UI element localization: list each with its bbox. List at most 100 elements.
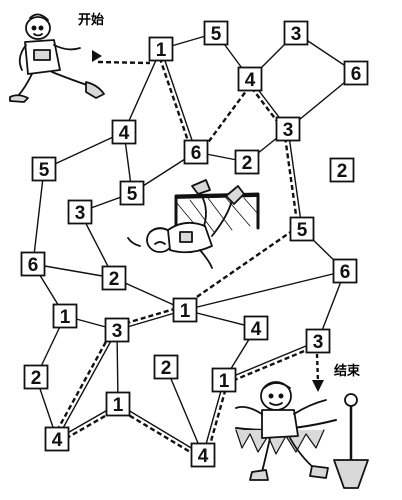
number-box-value: 3 [313,332,324,353]
number-box: 5 [31,156,57,182]
number-box: 2 [329,157,355,183]
number-box-frame [67,199,93,225]
number-box-frame [234,149,260,175]
number-box-value: 5 [297,220,308,241]
maze-edge [165,366,204,456]
maze-edge [32,263,115,279]
start-label: 开始 [78,12,104,28]
number-box: 2 [23,364,49,390]
solution-path-segment [52,327,115,438]
number-box-frame [20,251,46,277]
number-box-value: 2 [161,358,172,379]
number-box: 4 [243,315,269,341]
solution-path-segment [282,129,300,230]
number-box: 4 [111,119,137,145]
number-box-value: 4 [52,430,63,451]
number-box: 5 [203,20,229,46]
solution-path-segment [198,80,255,156]
node-layer: 1 5 3 4 6 3 4 6 2 5 5 2 3 5 6 2 6 1 1 3 4 3 2 2 1 1 4 4 [20,20,369,468]
number-box-value: 3 [75,203,86,224]
maze-edge [56,329,118,440]
number-box-value: 2 [109,269,120,290]
number-box-value: 6 [340,262,351,283]
number-box-value: 5 [39,160,50,181]
number-box-frame [23,364,49,390]
number-box-frame [190,442,216,468]
maze-edge [32,168,45,265]
number-box-frame [172,297,198,323]
start-arrow [92,50,151,65]
fallen-runner-icon [127,179,260,269]
number-box-frame [44,426,70,452]
runner-icon [9,13,105,103]
number-box-frame [52,303,78,329]
number-box: 3 [283,20,309,46]
number-box-frame [104,317,130,343]
maze-edge [202,379,225,456]
number-box-frame [275,116,301,142]
maze-edge [223,340,319,381]
number-box: 6 [332,258,358,284]
number-box: 5 [289,216,315,242]
number-box-frame [211,367,237,393]
number-box-value: 2 [337,161,348,182]
number-box: 2 [101,265,127,291]
number-box-value: 5 [127,184,138,205]
maze-edge [184,270,346,311]
number-box: 5 [119,180,145,206]
number-box: 3 [275,116,301,142]
number-box: 2 [153,354,179,380]
number-box-frame [111,119,137,145]
number-box-value: 1 [156,40,167,61]
number-box: 1 [52,303,78,329]
maze-edge [43,131,125,170]
number-box-value: 3 [112,321,123,342]
maze-edge [123,48,162,133]
number-box: 4 [190,442,216,468]
number-box-value: 1 [113,395,124,416]
number-box: 1 [172,297,198,323]
number-box: 2 [234,149,260,175]
number-box: 1 [211,367,237,393]
end-arrow [312,353,324,392]
number-box-frame [31,156,57,182]
number-box-frame [148,36,174,62]
number-box: 6 [183,139,209,165]
number-box-frame [237,66,263,92]
number-box-value: 4 [198,446,209,467]
number-box-frame [329,157,355,183]
number-box-value: 3 [283,120,294,141]
number-box: 3 [305,328,331,354]
number-box-frame [101,265,127,291]
number-box-frame [289,216,315,242]
maze-edge [287,128,303,230]
number-box-value: 4 [119,123,130,144]
maze-edge [117,403,204,456]
number-box-value: 2 [242,153,253,174]
number-box: 3 [104,317,130,343]
number-box-value: 1 [60,307,71,328]
number-box-value: 4 [245,70,256,91]
number-box-value: 6 [28,255,39,276]
number-box: 6 [343,60,369,86]
number-box-frame [283,20,309,46]
number-box: 4 [237,66,263,92]
number-box-frame [332,258,358,284]
solution-path-segment [225,343,320,385]
number-box-frame [153,354,179,380]
number-box-value: 5 [211,24,222,45]
maze-edge [160,48,197,153]
number-box-frame [183,139,209,165]
number-box: 1 [148,36,174,62]
number-box-frame [243,315,269,341]
number-box: 6 [20,251,46,277]
number-box-value: 4 [251,319,262,340]
number-box: 4 [44,426,70,452]
end-label: 结束 [334,363,361,379]
number-box-frame [119,180,145,206]
number-box-frame [203,20,229,46]
number-box: 1 [105,391,131,417]
number-box-value: 3 [291,24,302,45]
finish-runner-icon [235,381,369,489]
